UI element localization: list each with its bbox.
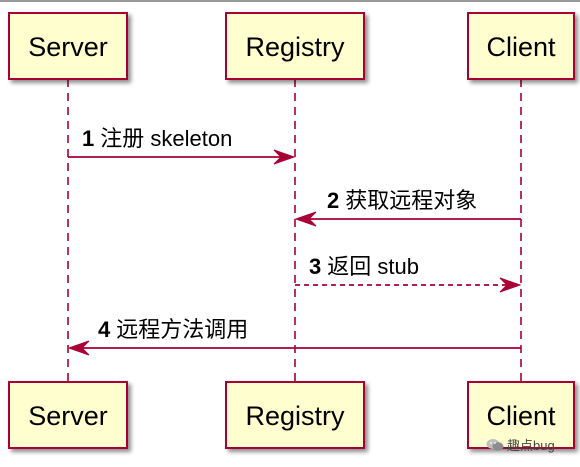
participant-label-client: Client: [486, 401, 556, 431]
participant-box: [8, 12, 128, 80]
message-arrowhead: [499, 277, 522, 293]
message-arrowhead: [273, 149, 296, 165]
message-number: 2: [327, 188, 339, 213]
participant-label-registry: Registry: [245, 401, 345, 431]
wechat-icon: [486, 438, 504, 451]
participant-box: [467, 12, 575, 80]
participant-label-server: Server: [28, 401, 108, 431]
participant-registry-top: Registry: [225, 12, 365, 80]
message-text: 返回 stub: [327, 254, 419, 279]
message-text: 获取远程对象: [345, 188, 477, 213]
message-arrowhead: [294, 211, 317, 227]
participant-client-top: Client: [467, 12, 575, 80]
participant-label-client: Client: [486, 32, 556, 62]
message-arrowhead: [67, 340, 90, 356]
watermark: 趣点bug: [486, 435, 555, 454]
top-border: [0, 0, 580, 2]
participant-box: [8, 381, 128, 449]
message-number: 1: [82, 126, 94, 151]
participant-client-bottom: Client: [467, 381, 575, 449]
participant-registry-bottom: Registry: [225, 381, 365, 449]
participant-server-top: Server: [8, 12, 128, 80]
participant-server-bottom: Server: [8, 381, 128, 449]
participant-box: [225, 381, 365, 449]
watermark-text: 趣点bug: [507, 438, 555, 453]
participant-box: [225, 12, 365, 80]
message-number: 4: [98, 317, 111, 342]
message-number: 3: [309, 254, 321, 279]
participant-label-registry: Registry: [245, 32, 345, 62]
message-text: 远程方法调用: [116, 317, 248, 342]
message-text: 注册 skeleton: [100, 126, 232, 151]
participant-label-server: Server: [28, 32, 108, 62]
participant-box: [467, 381, 575, 449]
